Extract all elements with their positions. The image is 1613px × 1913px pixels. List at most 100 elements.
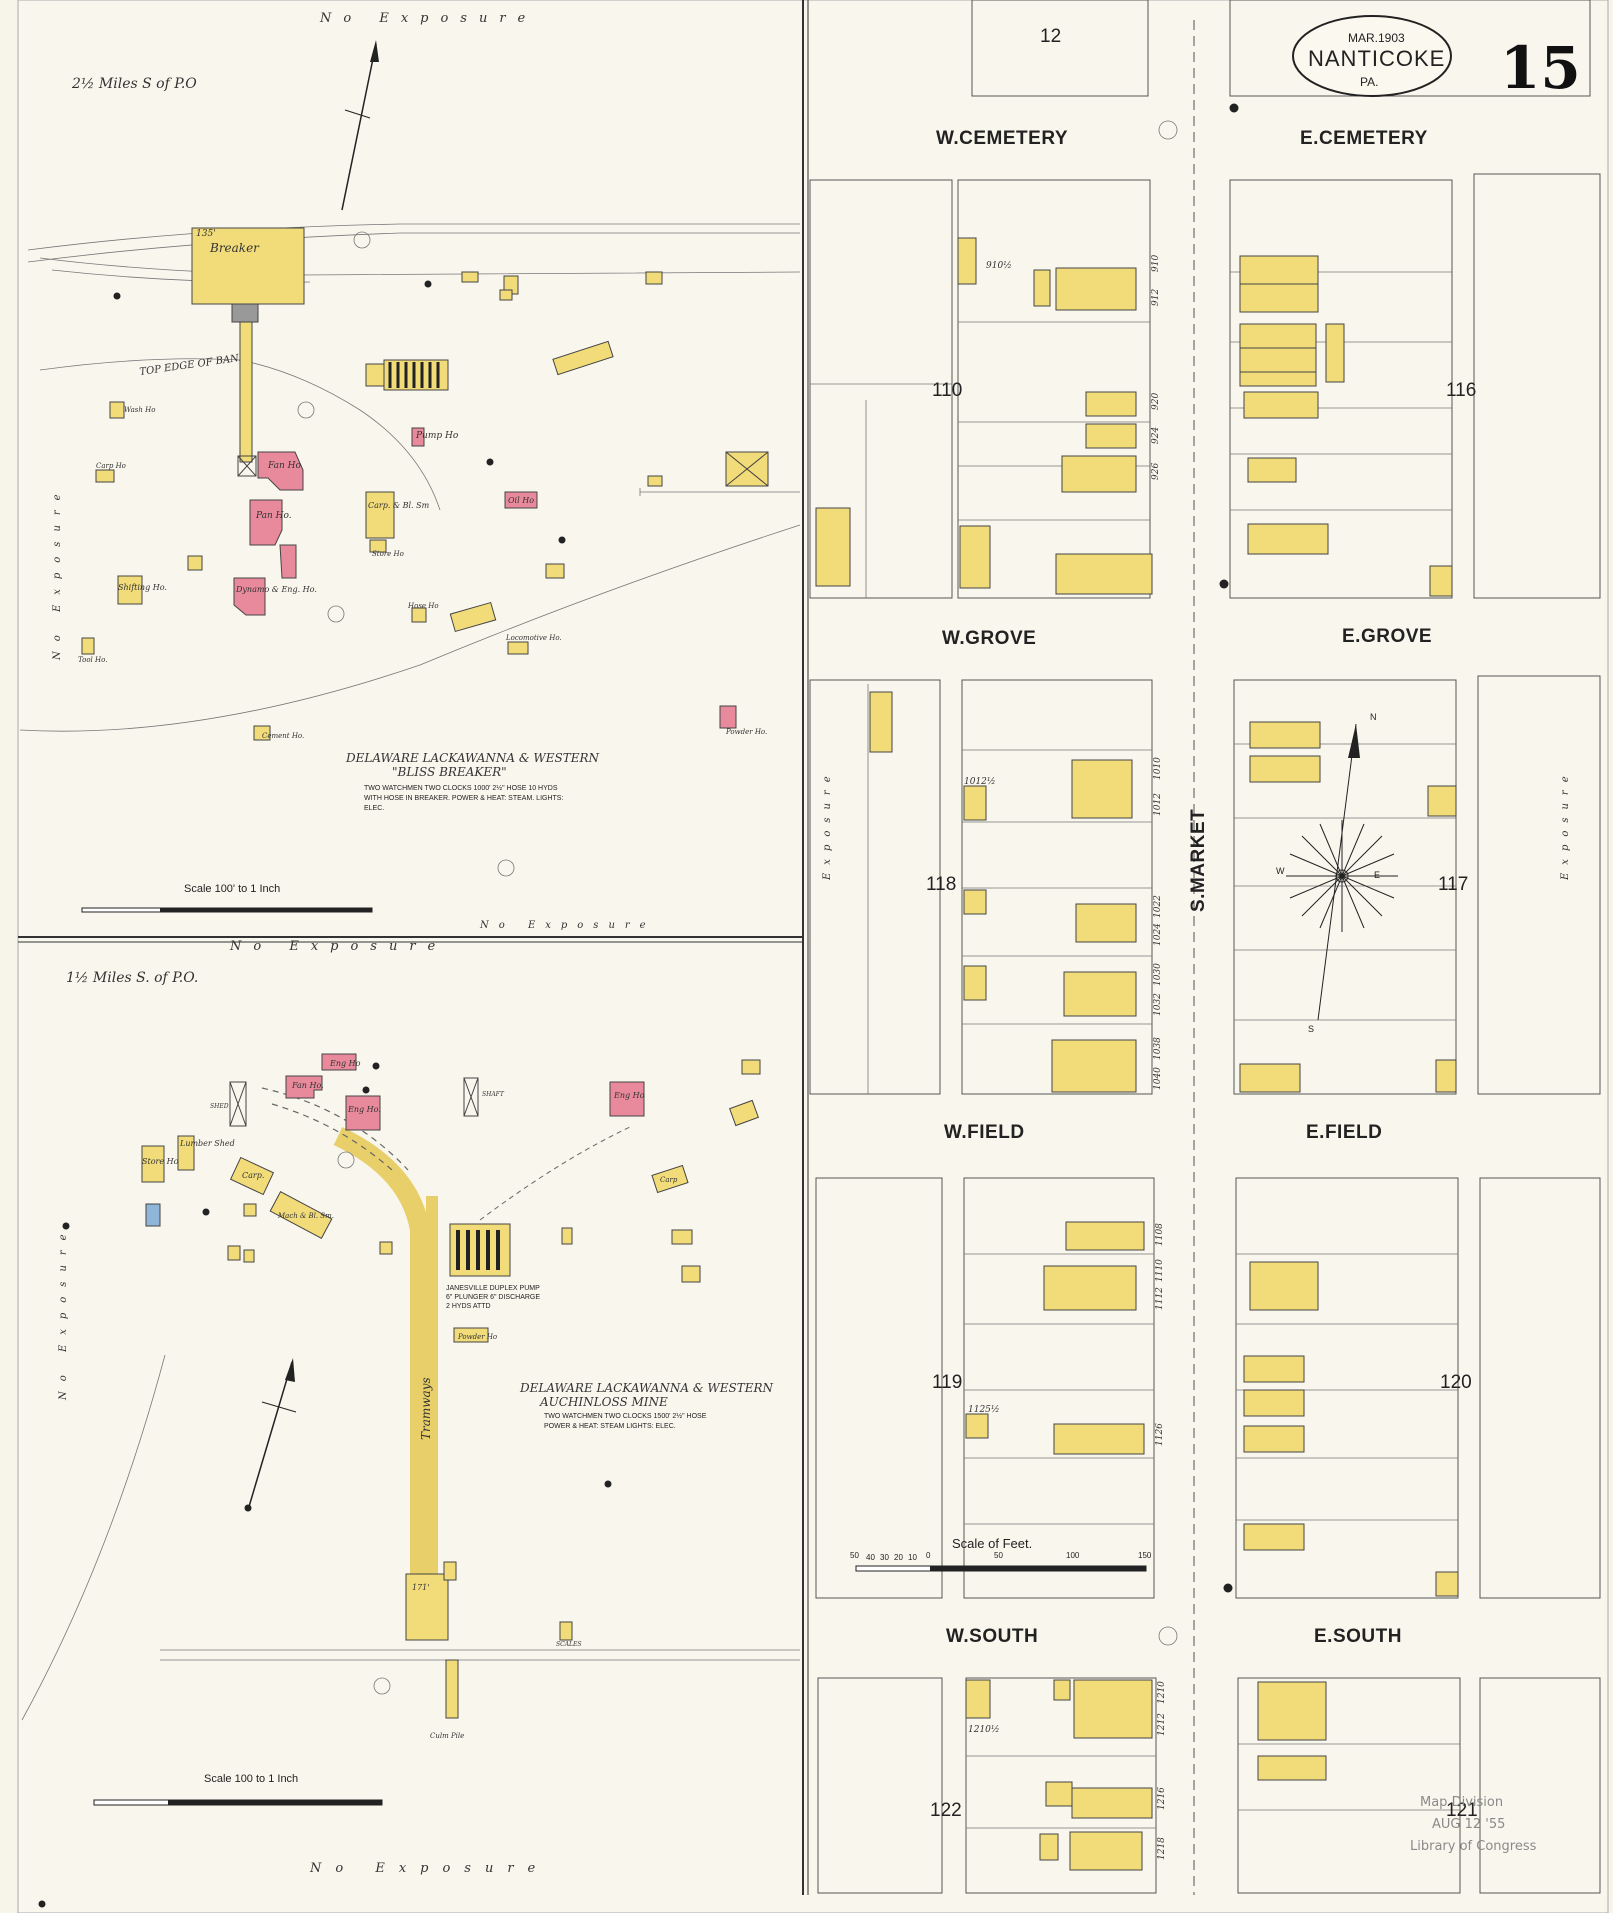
- house-1110: 1110: [1155, 1259, 1165, 1282]
- scale-tick-50w: 50: [850, 1551, 859, 1560]
- pump-house: [411, 427, 425, 447]
- carpenter-shop: [365, 491, 395, 539]
- dynamo-label: Dynamo & Eng. Ho.: [235, 585, 317, 594]
- upper-left-exposure: No Exposure: [52, 484, 63, 661]
- dynamo-house: [233, 577, 266, 616]
- north-arrow-icon: [341, 40, 379, 211]
- scale-tick-150: 150: [1138, 1551, 1152, 1560]
- pocket-building: [405, 1573, 449, 1641]
- adjoining-sheet: 12: [1040, 26, 1061, 47]
- city-left-exposure: Exposure: [822, 768, 833, 881]
- pan-house: [249, 499, 283, 546]
- house-1108: 1108: [1155, 1223, 1165, 1246]
- block-121: 121: [1446, 1800, 1478, 1821]
- culm-pile-label: Culm Pile: [430, 1732, 464, 1740]
- carpenter-label: Carp. & Bl. Sm: [368, 501, 430, 510]
- house-1112: 1112: [1155, 1287, 1165, 1310]
- oil-house-label: Oil Ho: [508, 496, 534, 505]
- compass-west: W: [1276, 866, 1285, 876]
- dwellings-block-110: [815, 237, 1153, 595]
- lower-building-k: [681, 1265, 701, 1283]
- city-scale-label: Scale of Feet.: [952, 1536, 1032, 1551]
- house-910-half: 910½: [986, 260, 1012, 271]
- house-1024: 1024: [1153, 923, 1163, 946]
- sheet-number: 15: [1500, 34, 1581, 102]
- tramway-left: [333, 1126, 430, 1610]
- pan-house-label: Pan Ho.: [255, 511, 292, 521]
- shed-label: SHED: [210, 1103, 229, 1110]
- steam-pipe: [479, 1125, 633, 1221]
- lower-inset: No Exposure 1½ Miles S. of P.O. Tramways…: [21, 939, 800, 1908]
- pump-note-1: JANESVILLE DUPLEX PUMP: [446, 1285, 540, 1292]
- lower-fan-label: Fan Ho.: [291, 1081, 324, 1090]
- breaker-hopper: [231, 303, 259, 323]
- house-1038: 1038: [1153, 1037, 1163, 1060]
- city-hydrant-dots: [1219, 103, 1239, 1593]
- lower-eng-house-small: [321, 1053, 357, 1071]
- lower-eng-small-label: Eng Ho: [329, 1059, 361, 1068]
- lower-small-b: [243, 1249, 255, 1263]
- lumber-shed: [177, 1135, 195, 1171]
- city-scale-ticks: 50 40 30 20 10 0 50 100 150: [850, 1551, 1152, 1562]
- store-house-small: [369, 539, 387, 553]
- upper-scale-bar: [81, 907, 373, 913]
- hose-house: [411, 607, 427, 623]
- lower-notes-line1: TWO WATCHMEN TWO CLOCKS 1500' 2½" HOSE: [544, 1412, 707, 1420]
- house-1010: 1010: [1153, 757, 1163, 780]
- house-1032: 1032: [1153, 993, 1163, 1016]
- small-bldg-6: [187, 555, 203, 571]
- block-117: 117: [1438, 874, 1468, 895]
- cement-house: [253, 725, 271, 741]
- lower-blue-building: [145, 1203, 161, 1227]
- block-110: 110: [932, 380, 962, 401]
- adj-block-left: [971, 0, 1149, 97]
- lumber-shed-label: Lumber Shed: [179, 1139, 235, 1148]
- small-bldg-f: [545, 563, 565, 579]
- scale-tick-20: 20: [894, 1553, 903, 1562]
- cartouche-date: MAR.1903: [1348, 31, 1405, 45]
- pump-note-3: 2 HYDS ATTD: [446, 1303, 491, 1310]
- cartouche: MAR.1903 NANTICOKE PA.: [1292, 15, 1452, 97]
- cement-label: Cement Ho.: [262, 732, 304, 740]
- scale-tick-40: 40: [866, 1553, 875, 1562]
- lower-small-d: [379, 1241, 393, 1255]
- compass-east: E: [1374, 870, 1380, 880]
- lower-elevation-marks: [337, 1151, 391, 1695]
- block-122: 122: [930, 1800, 962, 1821]
- dashed-line-2: [271, 1103, 393, 1171]
- upper-notes-line2: WITH HOSE IN BREAKER. POWER & HEAT: STEA…: [364, 795, 563, 802]
- upper-scale-label: Scale 100' to 1 Inch: [184, 883, 280, 895]
- lower-building-j: [671, 1229, 693, 1245]
- dwellings-block-116: [1239, 255, 1453, 597]
- dwellings-block-117: [1239, 721, 1457, 1093]
- city-right-exposure: Exposure: [1560, 768, 1571, 881]
- oil-house: [504, 491, 538, 509]
- pump-house-label: Pump Ho: [415, 431, 459, 441]
- shed-15: [552, 340, 614, 376]
- compass-north: N: [1370, 712, 1377, 722]
- lower-eng-label: Eng Ho.: [347, 1105, 381, 1114]
- lower-building-i: [741, 1059, 761, 1075]
- lower-shaft-east: [463, 1077, 479, 1117]
- house-912: 912: [1151, 289, 1161, 306]
- house-1012: 1012: [1153, 793, 1163, 816]
- shaft-label: SHAFT: [482, 1091, 505, 1098]
- lower-eng-house-east: [609, 1081, 645, 1117]
- pocket-height: 171': [412, 1583, 429, 1592]
- street-e-field: E.FIELD: [1306, 1122, 1382, 1143]
- street-e-grove: E.GROVE: [1342, 626, 1432, 647]
- carpenter-shop-lower: [229, 1156, 275, 1196]
- locomotive-house: [507, 641, 529, 655]
- house-1012-half: 1012½: [964, 776, 996, 787]
- house-1210-half: 1210½: [968, 1724, 1000, 1735]
- shaft: [237, 455, 257, 477]
- machine-label: Mach & Bl. Sm.: [277, 1212, 334, 1220]
- house-1022: 1022: [1153, 895, 1163, 918]
- lower-bottom-exposure: No Exposure: [309, 1861, 549, 1876]
- dwellings-block-119: [965, 1221, 1145, 1455]
- lower-building-h: [729, 1099, 759, 1127]
- fan-house: [257, 451, 304, 491]
- scale-tick-10: 10: [908, 1553, 917, 1562]
- wash-label: Wash Ho: [124, 406, 155, 414]
